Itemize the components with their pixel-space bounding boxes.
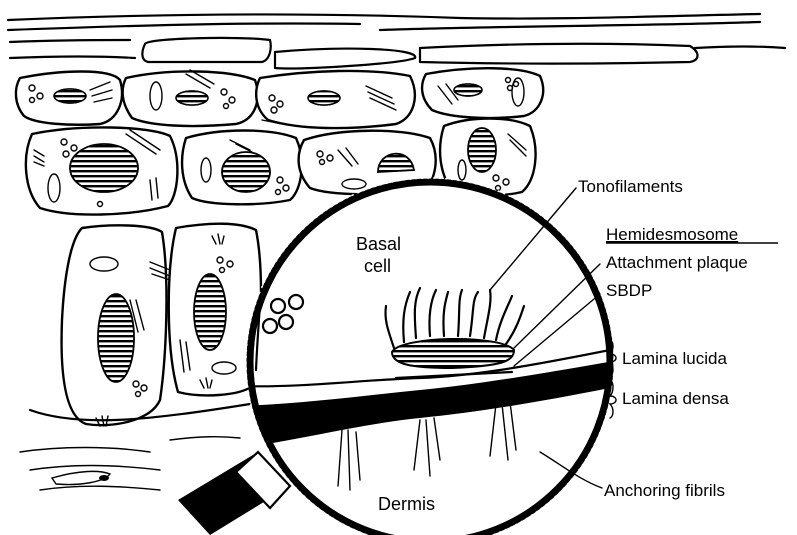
label-hemidesmosome: Hemidesmosome [606, 225, 738, 244]
label-dermis: Dermis [378, 494, 435, 514]
label-lamina-lucida: Lamina lucida [622, 349, 727, 368]
magnifier-handle [178, 452, 290, 535]
stratum-corneum [8, 14, 785, 68]
label-sbdp: SBDP [606, 281, 652, 300]
label-anchoring-fibrils: Anchoring fibrils [604, 481, 725, 500]
label-tonofilaments: Tonofilaments [578, 177, 683, 196]
spinous-cells-row1 [16, 68, 543, 128]
label-attachment-plaque: Attachment plaque [606, 253, 748, 272]
label-basal: Basal [356, 234, 401, 254]
label-cell: cell [364, 256, 391, 276]
basal-cells-left [20, 224, 261, 490]
label-lamina-densa: Lamina densa [622, 389, 729, 408]
